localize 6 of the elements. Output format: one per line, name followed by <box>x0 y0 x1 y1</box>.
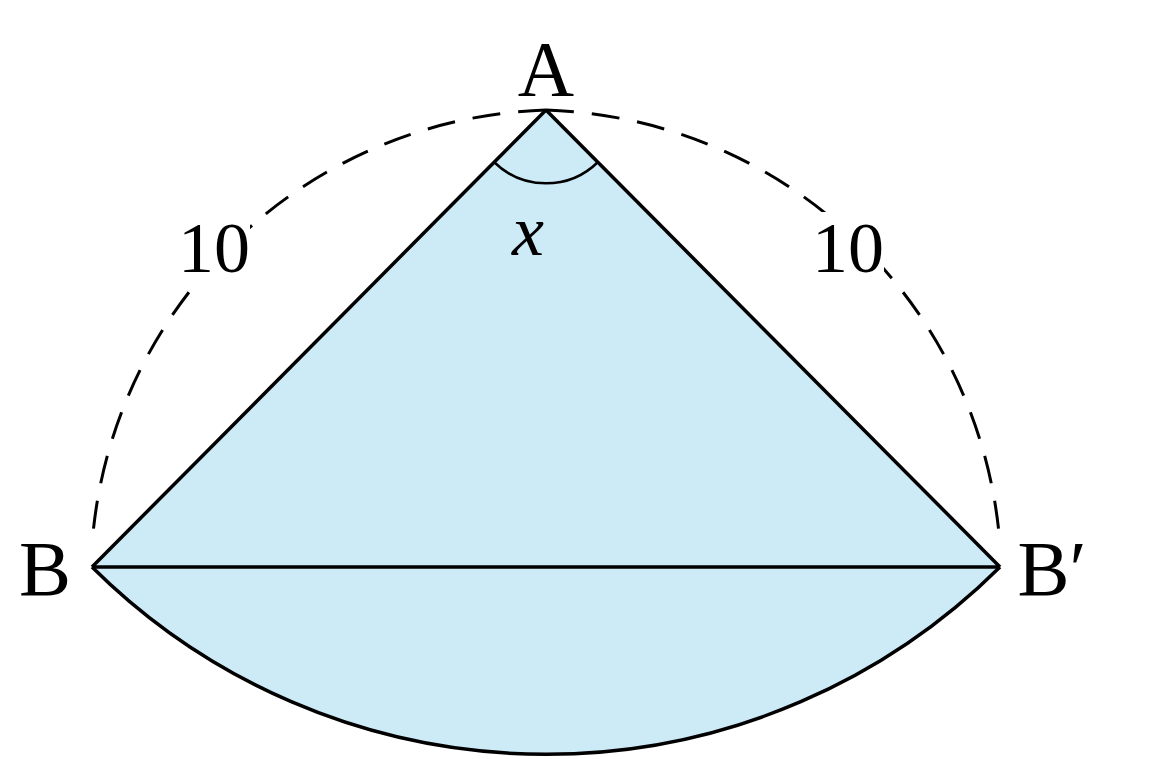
arc-line <box>90 565 1002 755</box>
vertex-label: B′ <box>1002 530 1102 606</box>
line-segment <box>92 565 1000 569</box>
vertex-label: B <box>0 530 90 606</box>
angle-label: x <box>512 195 544 267</box>
vertex-label: A <box>513 30 579 110</box>
